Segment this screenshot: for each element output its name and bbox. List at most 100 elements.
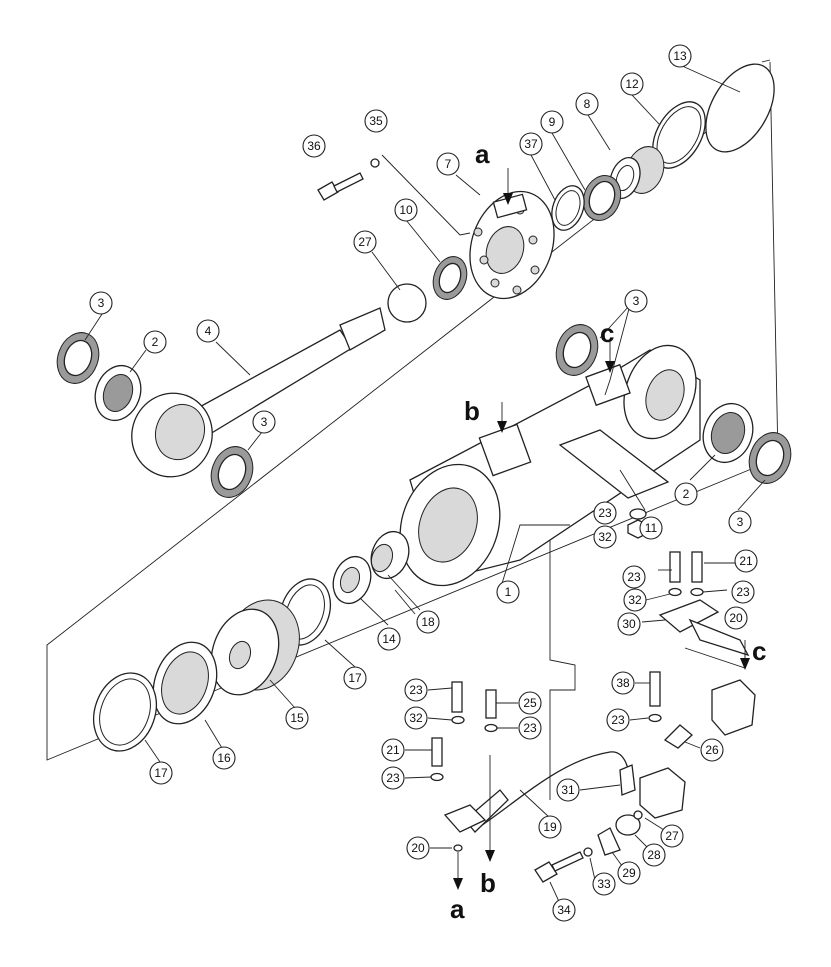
arrow-label-c-top: c — [600, 318, 614, 348]
callout-26: 26 — [700, 738, 724, 762]
bolt-34-part — [534, 851, 584, 883]
svg-text:32: 32 — [409, 711, 423, 725]
svg-text:32: 32 — [628, 593, 642, 607]
callout-23-a: 23 — [593, 501, 617, 525]
svg-text:21: 21 — [386, 743, 400, 757]
callout-28: 28 — [642, 843, 666, 867]
ring-17-part-lower — [93, 672, 157, 752]
callout-9: 9 — [540, 110, 564, 134]
bushing-2-part-left — [94, 364, 142, 422]
svg-text:23: 23 — [627, 570, 641, 584]
callout-17-a: 17 — [343, 666, 367, 690]
svg-text:34: 34 — [557, 903, 571, 917]
callout-20-a: 20 — [724, 606, 748, 630]
svg-text:3: 3 — [261, 415, 268, 429]
callout-36: 36 — [302, 134, 326, 158]
callout-14: 14 — [377, 627, 401, 651]
leader-lines — [84, 64, 766, 909]
callout-34: 34 — [552, 898, 576, 922]
svg-text:11: 11 — [645, 521, 658, 535]
plug-27-part — [387, 283, 427, 323]
callout-23-e: 23 — [518, 716, 542, 740]
bolts-21-23-part — [668, 551, 704, 597]
svg-text:21: 21 — [739, 554, 753, 568]
svg-text:29: 29 — [622, 866, 636, 880]
bushing-10-part — [432, 256, 468, 300]
svg-text:4: 4 — [205, 324, 212, 338]
callout-32-c: 32 — [404, 706, 428, 730]
callout-12: 12 — [620, 72, 644, 96]
ring-16-part — [152, 641, 218, 725]
svg-text:23: 23 — [523, 721, 537, 735]
callout-35: 35 — [364, 109, 388, 133]
arrow-label-a-top: a — [475, 139, 490, 169]
svg-text:7: 7 — [445, 157, 452, 171]
callout-23-d: 23 — [404, 678, 428, 702]
callout-30: 30 — [617, 612, 641, 636]
arrow-label-b-top: b — [464, 396, 480, 426]
callout-3-b: 3 — [252, 410, 276, 434]
callout-38: 38 — [611, 671, 635, 695]
svg-text:2: 2 — [152, 335, 159, 349]
svg-text:28: 28 — [647, 848, 661, 862]
svg-text:3: 3 — [98, 296, 105, 310]
svg-text:37: 37 — [524, 137, 538, 151]
svg-text:18: 18 — [421, 615, 435, 629]
svg-text:31: 31 — [561, 783, 575, 797]
block-31-part — [619, 764, 686, 819]
seal-3-part-left — [56, 332, 100, 384]
callout-3-a: 3 — [89, 291, 113, 315]
ball-33-part — [583, 847, 593, 857]
plate-11-part — [558, 429, 670, 499]
rod-4-part — [131, 307, 386, 478]
callout-16: 16 — [212, 746, 236, 770]
callout-8: 8 — [575, 92, 599, 116]
callout-2-b: 2 — [674, 482, 698, 506]
reference-frame — [46, 59, 779, 761]
bushing-2-part-right — [702, 402, 754, 464]
callout-21-b: 21 — [381, 738, 405, 762]
callout-3-d: 3 — [728, 510, 752, 534]
piston-15-part — [210, 599, 300, 696]
svg-text:8: 8 — [584, 97, 591, 111]
callout-31: 31 — [556, 778, 580, 802]
gland-7-part — [469, 190, 555, 300]
svg-text:20: 20 — [729, 611, 743, 625]
svg-text:23: 23 — [409, 683, 423, 697]
svg-text:19: 19 — [543, 820, 557, 834]
callout-21-a: 21 — [734, 549, 758, 573]
svg-text:9: 9 — [549, 115, 556, 129]
callout-37: 37 — [519, 132, 543, 156]
svg-text:35: 35 — [369, 114, 383, 128]
callout-1: 1 — [496, 580, 520, 604]
callout-23-f: 23 — [381, 766, 405, 790]
svg-text:10: 10 — [399, 203, 413, 217]
plate-26-part — [663, 724, 693, 749]
bolt-36-part — [317, 172, 364, 201]
block-26-part — [711, 679, 756, 736]
svg-text:20: 20 — [411, 841, 425, 855]
svg-text:17: 17 — [348, 671, 362, 685]
callout-32-b: 32 — [623, 588, 647, 612]
arrow-label-b-bottom: b — [480, 868, 496, 898]
callout-23-g: 23 — [606, 708, 630, 732]
svg-text:26: 26 — [705, 743, 719, 757]
callout-10: 10 — [394, 198, 418, 222]
svg-text:13: 13 — [673, 49, 687, 63]
seal-3-part-upper — [555, 324, 599, 376]
direction-arrows — [453, 168, 750, 890]
svg-text:14: 14 — [382, 632, 396, 646]
callout-32-a: 32 — [593, 525, 617, 549]
callout-23-b: 23 — [622, 565, 646, 589]
ring-37-part — [551, 185, 585, 231]
callout-25: 25 — [518, 691, 542, 715]
svg-text:23: 23 — [598, 506, 612, 520]
svg-text:12: 12 — [625, 77, 639, 91]
callout-11: 11 — [639, 516, 663, 540]
svg-text:15: 15 — [290, 711, 304, 725]
svg-text:30: 30 — [622, 617, 636, 631]
callout-3-c: 3 — [624, 289, 648, 313]
svg-text:33: 33 — [597, 877, 611, 891]
arrow-label-c-right: c — [752, 636, 766, 666]
